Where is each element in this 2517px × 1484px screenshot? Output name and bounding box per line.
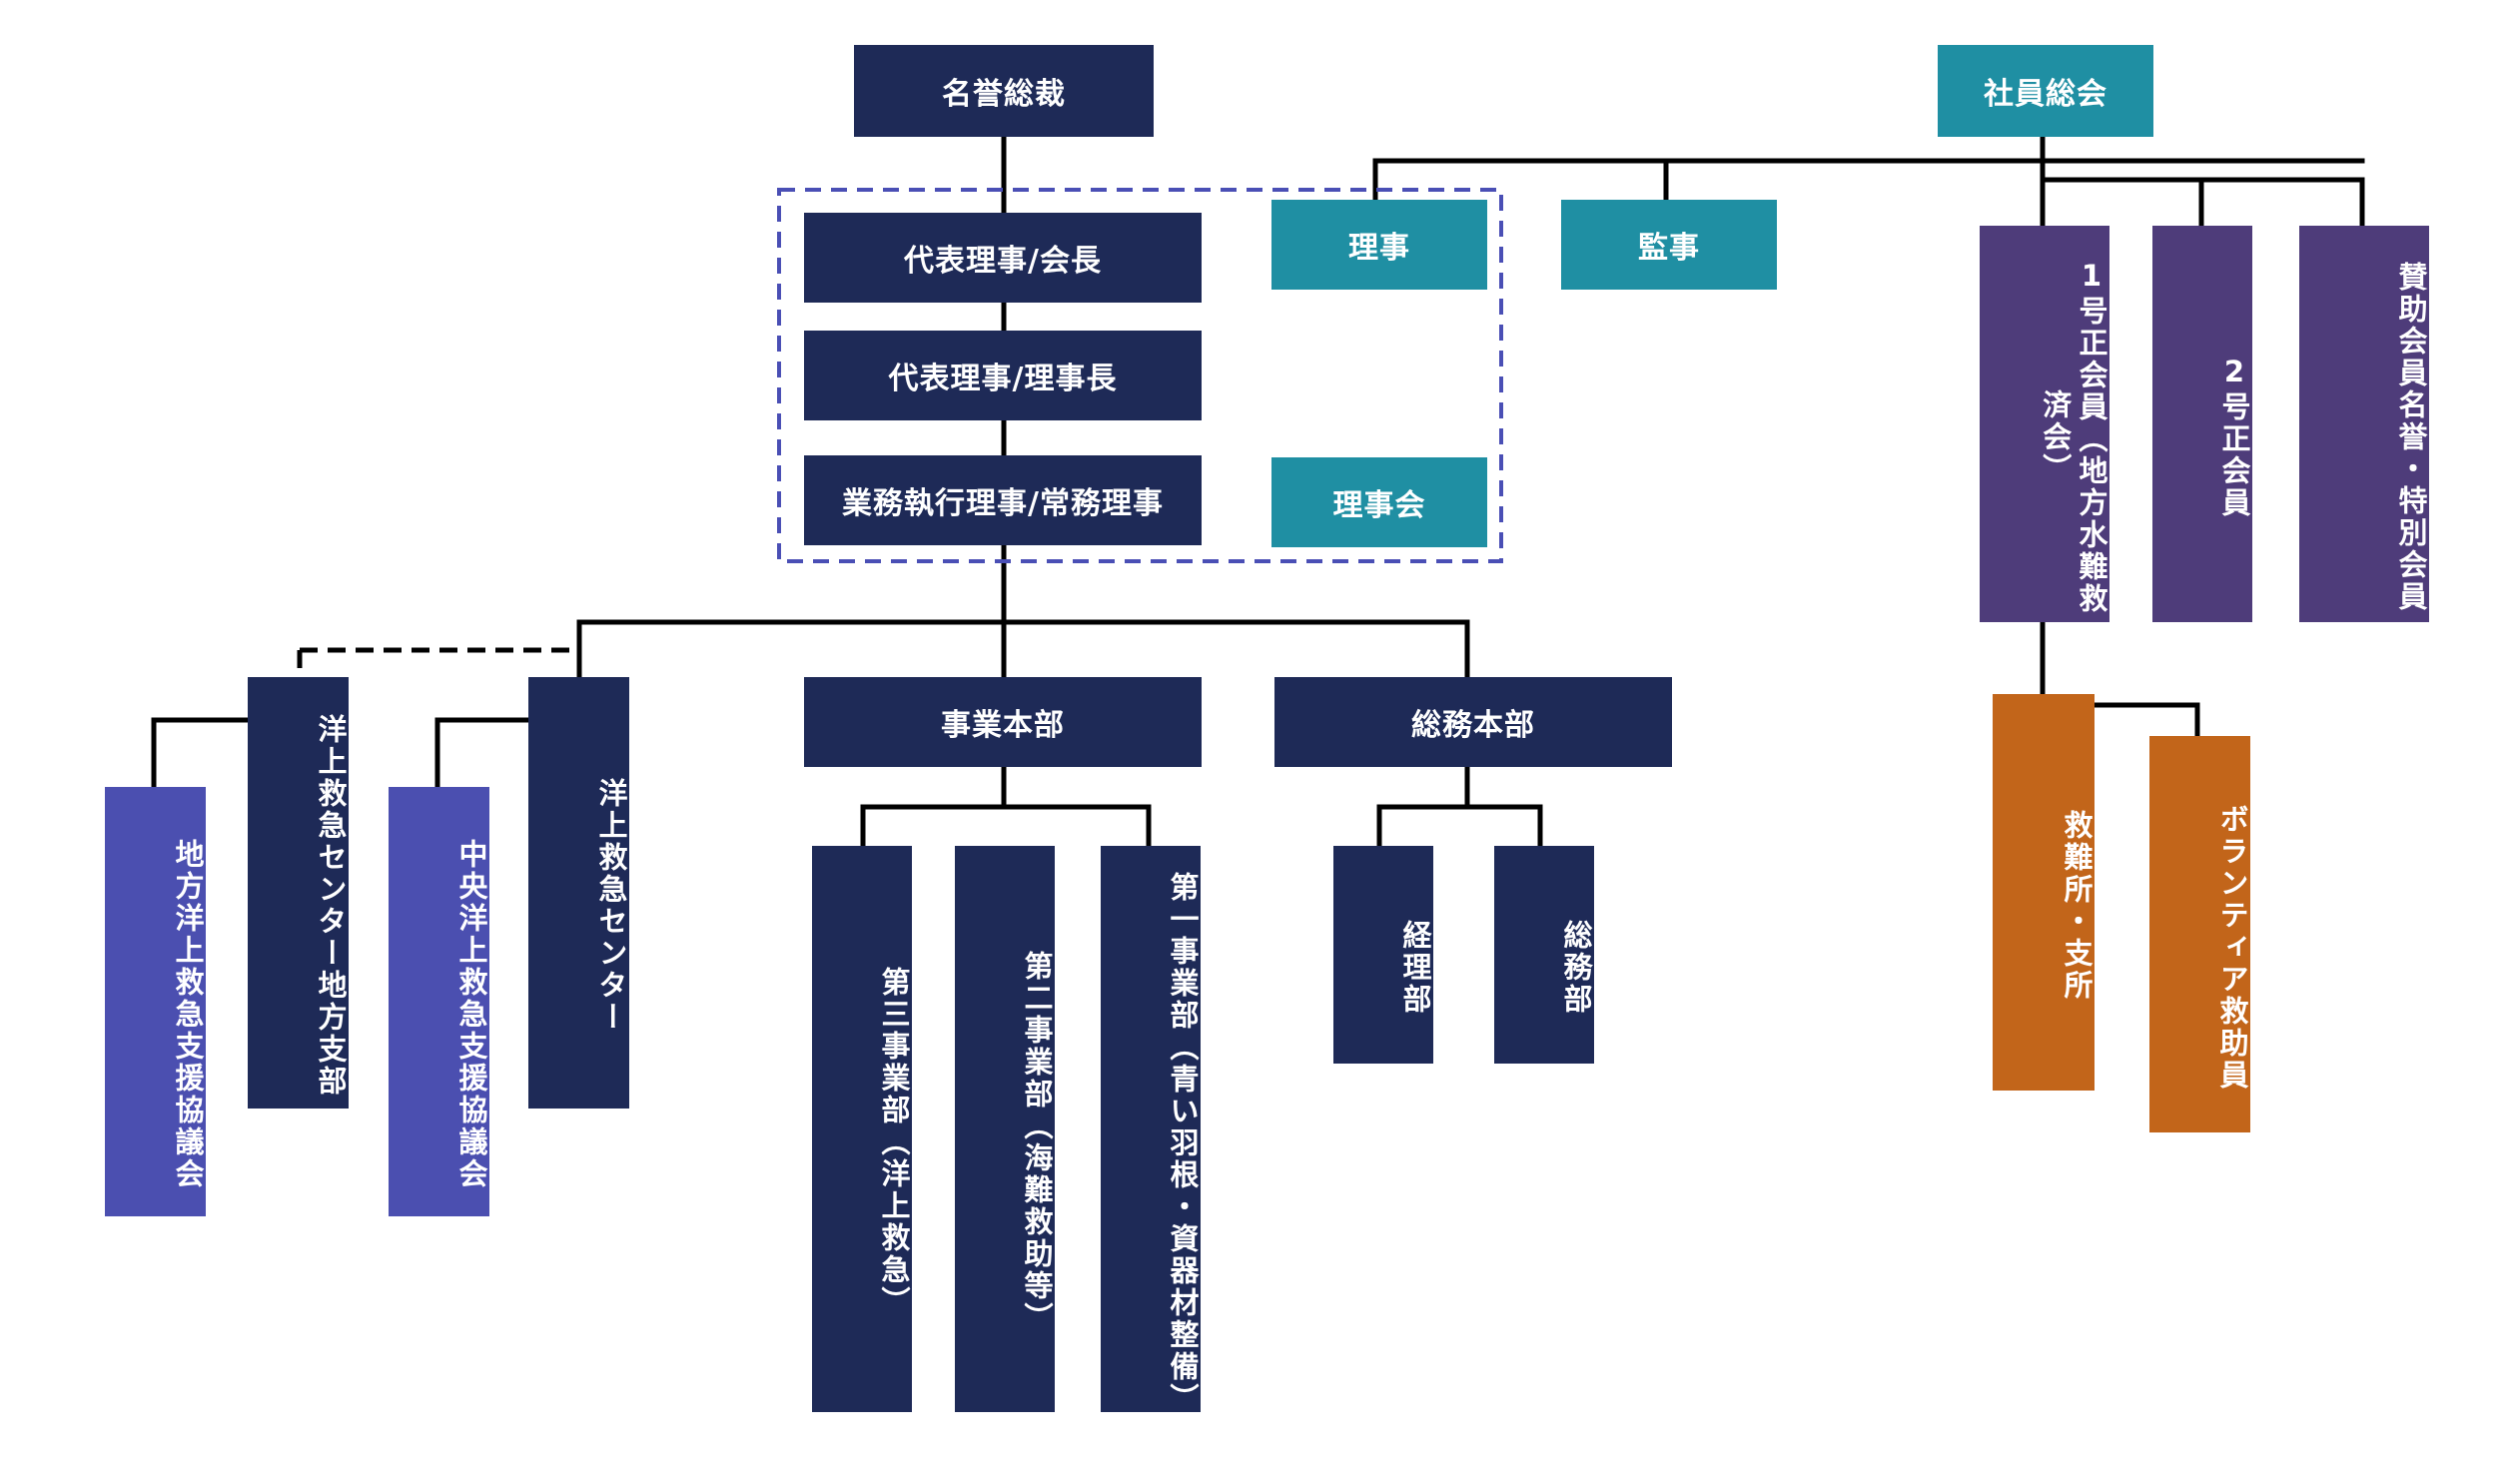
general-meeting-box: 社員総会 <box>1938 45 2153 137</box>
dept3-box: 第三事業部（洋上救急） <box>812 846 912 1412</box>
class1-members-box: 1号正会員（地方水難救済会） <box>1980 226 2109 622</box>
class2-members-box: 2号正会員 <box>2152 226 2252 622</box>
center-box: 洋上救急センター <box>528 677 629 1109</box>
regional-council-box: 地方洋上救急支援協議会 <box>105 787 206 1216</box>
accounting-box: 経理部 <box>1333 846 1433 1064</box>
dept1-box: 第一事業部（青い羽根・資器材整備） <box>1101 846 1201 1415</box>
directors-box: 理事 <box>1271 200 1487 290</box>
business-hq-box: 事業本部 <box>804 677 1202 767</box>
board-of-directors-box: 理事会 <box>1271 457 1487 547</box>
regional-branch-box: 洋上救急センター地方支部 <box>248 677 349 1109</box>
honorary-president-box: 名誉総裁 <box>854 45 1154 137</box>
supporting-members-box: 賛助会員名誉・特別会員 <box>2299 226 2429 622</box>
general-affairs-hq-box: 総務本部 <box>1274 677 1672 767</box>
representative-chairman-box: 代表理事/会長 <box>804 213 1202 303</box>
executive-managing-director-box: 業務執行理事/常務理事 <box>804 455 1202 545</box>
central-council-box: 中央洋上救急支援協議会 <box>389 787 489 1216</box>
volunteer-rescuers-box: ボランティア救助員 <box>2149 736 2250 1132</box>
representative-director-general-box: 代表理事/理事長 <box>804 331 1202 420</box>
rescue-stations-box: 救難所・支所 <box>1993 694 2095 1091</box>
general-affairs-box: 総務部 <box>1494 846 1594 1064</box>
dept2-box: 第二事業部（海難救助等） <box>955 846 1055 1412</box>
auditors-box: 監事 <box>1561 200 1777 290</box>
